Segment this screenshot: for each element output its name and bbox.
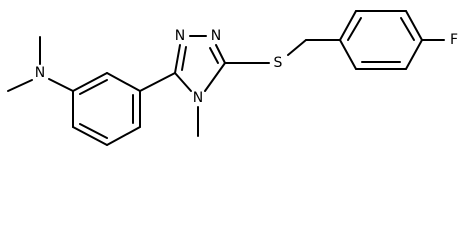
bond-n-aryl <box>48 78 74 92</box>
ring2-bond-3 <box>405 10 423 41</box>
ring2-bond-1-inner <box>347 17 362 41</box>
bond-aryl-triazole <box>139 72 176 92</box>
atom-n-triazole-2: N <box>211 28 221 44</box>
ring1-bond-1 <box>72 72 108 92</box>
benzene-ring-right <box>339 10 423 70</box>
triazole-bond-n1-c5 <box>215 44 226 64</box>
atom-n-triazole-1: N <box>175 28 185 44</box>
ring2-bond-6 <box>339 39 357 70</box>
atom-n-dimethyl: N <box>35 65 45 81</box>
triazole-ring: N N N <box>174 28 226 106</box>
ring2-bond-4 <box>405 39 423 70</box>
triazole-bond-c5-n4 <box>204 62 226 92</box>
triazole-bond-c3-n2 <box>174 44 181 74</box>
bond-s-ch2 <box>287 39 307 56</box>
triazole-bond-n1-c5-inner <box>209 47 219 64</box>
molecule-structure-diagram: N N N N S <box>7 10 458 146</box>
triazole-bond-c3-n2-inner <box>181 46 187 71</box>
ring1-bond-1-inner <box>79 79 108 95</box>
ring2-bond-3-inner <box>400 17 415 41</box>
ring1-bond-4 <box>106 126 141 146</box>
ring1-bond-2 <box>106 72 141 92</box>
atom-fluorine: F <box>450 32 458 48</box>
ring2-bond-1 <box>339 10 357 41</box>
thioether-linkage: S <box>224 39 341 71</box>
atom-sulfur: S <box>274 55 283 71</box>
atom-n-triazole-methyl: N <box>193 90 203 106</box>
triazole-bond-n4-c3 <box>174 72 192 92</box>
ring1-bond-5 <box>72 126 108 146</box>
ring1-bond-5-inner <box>79 123 108 139</box>
dimethylamino-group: N <box>7 36 74 92</box>
bond-n-methyl-lower <box>7 79 33 92</box>
benzene-ring-left <box>72 72 141 146</box>
